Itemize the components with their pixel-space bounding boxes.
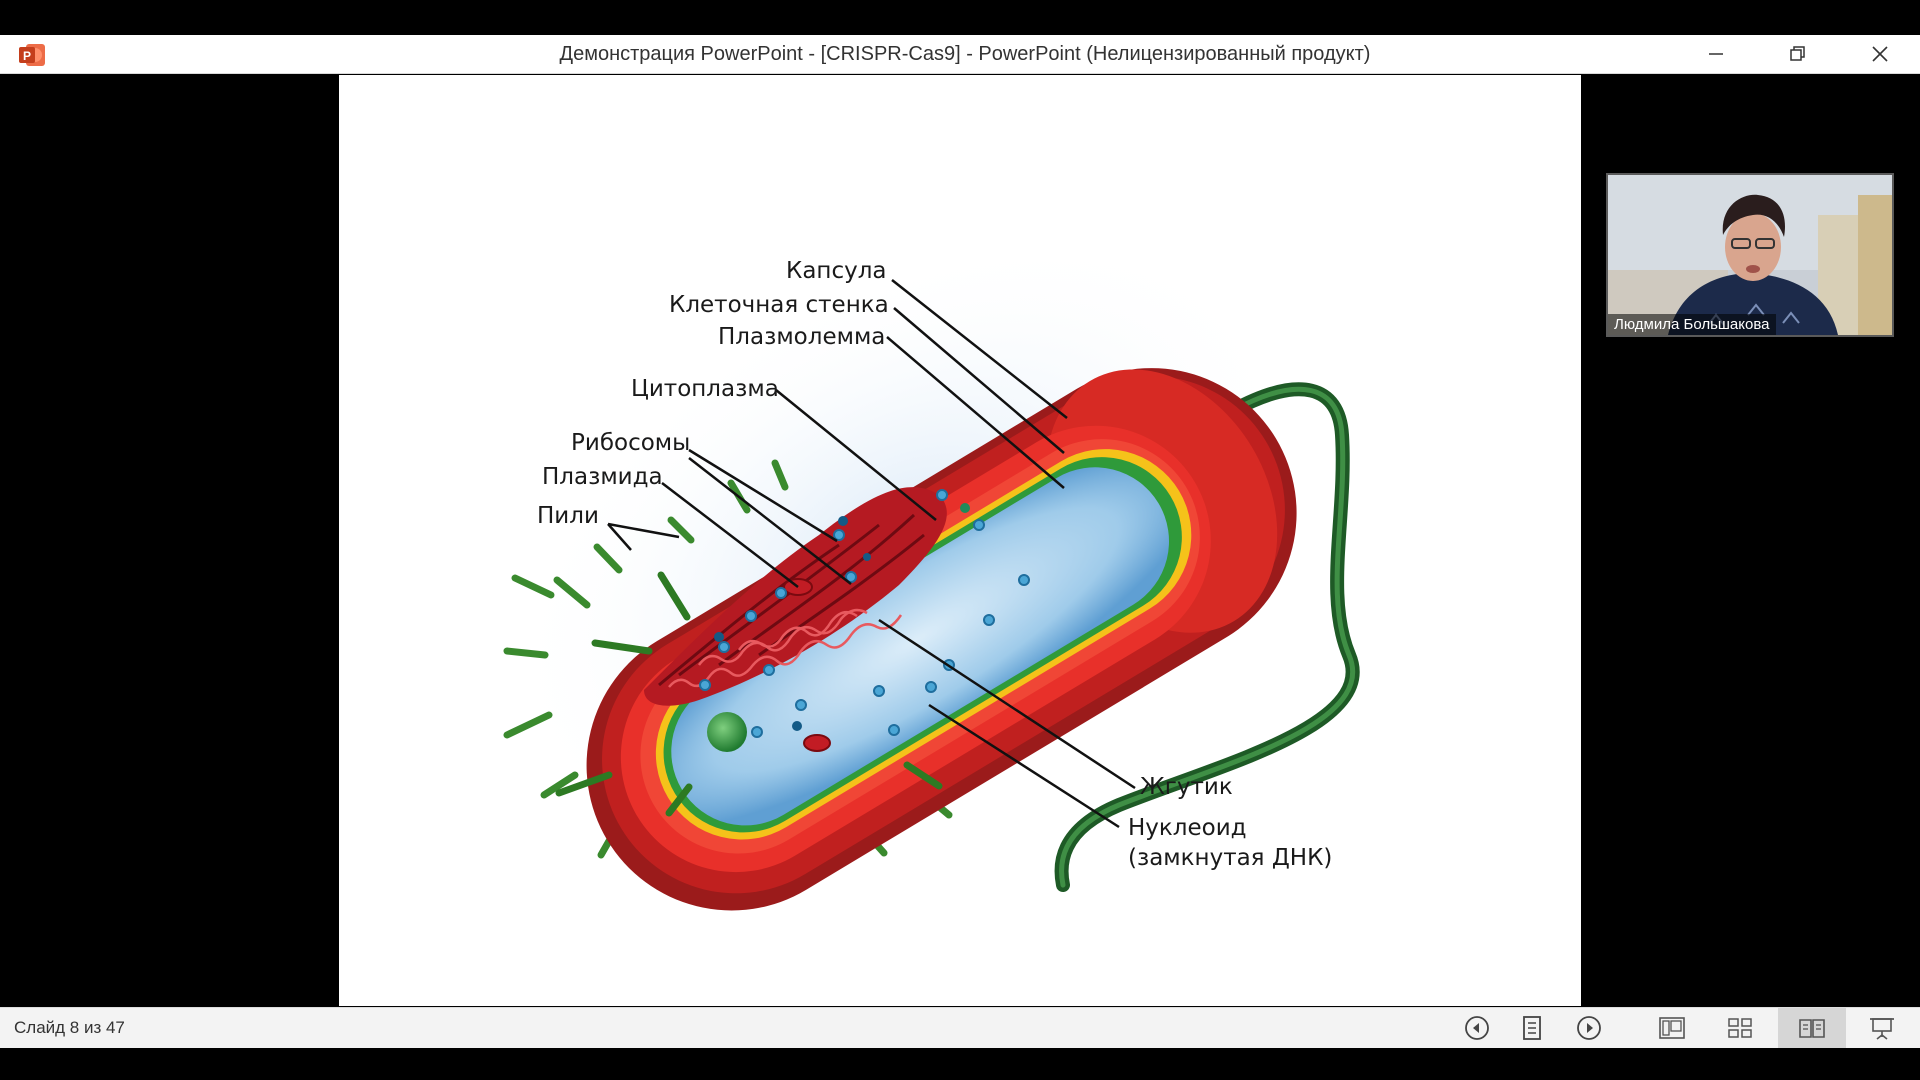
- label-nucleoid: Нуклеоид: [1128, 815, 1247, 841]
- plasmid: [783, 578, 831, 752]
- close-button[interactable]: [1840, 35, 1920, 73]
- next-icon: [1577, 1016, 1601, 1040]
- slideshow-icon: [1870, 1018, 1894, 1040]
- capsule: [586, 368, 1297, 911]
- previous-slide-button[interactable]: [1455, 1012, 1499, 1044]
- participant-video[interactable]: Людмила Большакова: [1606, 173, 1894, 337]
- label-cell-wall: Клеточная стенка: [669, 292, 889, 318]
- minimize-icon: [1709, 53, 1723, 55]
- minimize-button[interactable]: [1676, 35, 1756, 73]
- slide-sorter-icon: [1728, 1018, 1752, 1038]
- leader-lines: [607, 279, 1136, 829]
- label-nucleoid-note: (замкнутая ДНК): [1128, 845, 1333, 871]
- restore-icon: [1790, 46, 1805, 61]
- label-cytoplasm: Цитоплазма: [631, 376, 779, 402]
- menu-icon: [1523, 1016, 1541, 1040]
- slide-counter: Слайд 8 из 47: [14, 1018, 125, 1037]
- restore-button[interactable]: [1758, 35, 1838, 73]
- ribosomes: [699, 489, 1030, 738]
- storage-granule: [707, 712, 747, 752]
- window-title: Демонстрация PowerPoint - [CRISPR-Cas9] …: [559, 43, 1371, 65]
- label-ribosomes: Рибосомы: [571, 430, 691, 456]
- reading-view-button[interactable]: [1778, 1008, 1846, 1048]
- slide-sorter-button[interactable]: [1718, 1012, 1762, 1044]
- close-icon: [1872, 46, 1888, 62]
- menu-button[interactable]: [1510, 1012, 1554, 1044]
- bacterium-cell-diagram: [503, 233, 1360, 911]
- window-titlebar: P Демонстрация PowerPoint - [CRISPR-Cas9…: [0, 35, 1920, 74]
- normal-view-icon: [1659, 1017, 1685, 1039]
- webcam-feed: [1608, 175, 1892, 335]
- svg-text:P: P: [23, 49, 31, 63]
- next-slide-button[interactable]: [1567, 1012, 1611, 1044]
- reading-view-icon: [1799, 1019, 1825, 1038]
- label-plasmalemma: Плазмолемма: [718, 324, 886, 350]
- status-bar: Слайд 8 из 47: [0, 1007, 1920, 1048]
- ribosomes-dark: [714, 516, 871, 731]
- label-plasmid: Плазмида: [542, 464, 663, 490]
- label-flagellum: Жгутик: [1140, 774, 1233, 800]
- participant-name: Людмила Большакова: [1608, 314, 1776, 335]
- presentation-slide[interactable]: Капсула Клеточная стенка Плазмолемма Цит…: [339, 75, 1581, 1006]
- label-capsule: Капсула: [786, 258, 887, 284]
- slideshow-button[interactable]: [1860, 1012, 1904, 1044]
- powerpoint-icon: P: [18, 43, 45, 67]
- label-pili: Пили: [537, 503, 599, 529]
- previous-icon: [1465, 1016, 1489, 1040]
- normal-view-button[interactable]: [1650, 1012, 1694, 1044]
